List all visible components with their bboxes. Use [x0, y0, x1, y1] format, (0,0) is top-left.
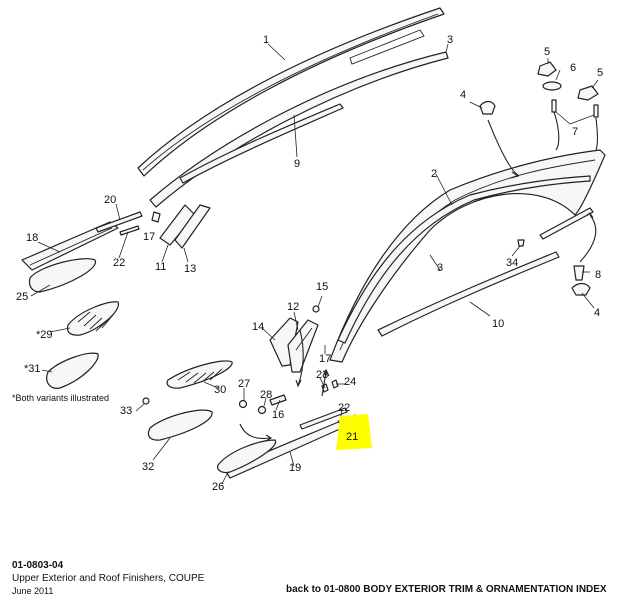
callout-numbers: 1 2 3 3 4 4 5 5 6 7 8 9 10 11 12 13 14 1…: [16, 34, 603, 493]
callout-13: 13: [184, 263, 196, 275]
part-22-lower-pin[interactable]: [299, 407, 348, 430]
callout-20: 20: [104, 194, 116, 206]
part-6-washer[interactable]: [542, 81, 562, 91]
assembly-arrows: [239, 111, 599, 442]
part-10-sill-strip[interactable]: [377, 251, 560, 337]
callout-30: 30: [214, 384, 226, 396]
part-18-bracket[interactable]: [21, 221, 119, 271]
part-20-clip[interactable]: [95, 211, 143, 233]
callout-24: 24: [344, 376, 356, 388]
diagram-date: June 2011: [12, 586, 54, 596]
part-4-clip-top[interactable]: [479, 100, 496, 115]
callout-16: 16: [272, 409, 284, 421]
part-28-clip[interactable]: [257, 405, 267, 415]
part-3-lower-strip[interactable]: [337, 175, 594, 344]
part-31-cover[interactable]: [46, 352, 99, 389]
part-5-nut-left[interactable]: [537, 61, 557, 77]
part-5-nut-right[interactable]: [577, 85, 599, 101]
footnote: *Both variants illustrated: [12, 393, 110, 403]
callout-22-top: 22: [113, 257, 125, 269]
part-16-fastener[interactable]: [269, 394, 287, 406]
callout-4-top: 4: [460, 89, 466, 101]
part-29-grille[interactable]: [66, 301, 119, 336]
part-25-cover[interactable]: [28, 258, 97, 293]
part-22-pin[interactable]: [119, 225, 140, 236]
part-30-grille[interactable]: [166, 360, 233, 389]
callout-6: 6: [570, 62, 576, 74]
part-27-clip[interactable]: [238, 399, 248, 409]
callout-7: 7: [572, 126, 578, 138]
callout-3-upper: 3: [447, 34, 453, 46]
callout-18: 18: [26, 232, 38, 244]
part-26-end-cap[interactable]: [217, 439, 277, 474]
callout-25: 25: [16, 291, 28, 303]
part-32-cover[interactable]: [147, 409, 213, 441]
callout-26: 26: [212, 481, 224, 493]
callout-9: 9: [294, 158, 300, 170]
part-24-clip[interactable]: [331, 379, 339, 389]
callout-23: 23: [316, 369, 328, 381]
callout-27: 27: [238, 378, 250, 390]
back-to-index-link[interactable]: back to 01-0800 BODY EXTERIOR TRIM & ORN…: [286, 584, 607, 595]
callout-8: 8: [595, 269, 601, 281]
callout-1: 1: [263, 34, 269, 46]
callout-22-lower: 22: [338, 402, 350, 414]
part-15-screw[interactable]: [312, 305, 320, 313]
callout-31: *31: [24, 363, 41, 375]
callout-17-top: 17: [143, 231, 155, 243]
part-13-bracket[interactable]: [174, 204, 211, 249]
part-1-roof-finisher[interactable]: [137, 7, 445, 177]
diagram-code: 01-0803-04: [12, 560, 64, 571]
callout-12: 12: [287, 301, 299, 313]
callout-34: 34: [506, 257, 518, 269]
highlight-21: [336, 414, 372, 450]
callout-5-left: 5: [544, 46, 550, 58]
callout-29: *29: [36, 329, 53, 341]
callout-21: 21: [346, 431, 358, 443]
callout-10: 10: [492, 318, 504, 330]
callout-15: 15: [316, 281, 328, 293]
part-7-stud-right[interactable]: [593, 104, 599, 118]
callout-4-bottom: 4: [594, 307, 600, 319]
callout-3-lower: 3: [437, 262, 443, 274]
callout-2: 2: [431, 168, 437, 180]
part-9-strip[interactable]: [179, 103, 344, 184]
callout-33: 33: [120, 405, 132, 417]
callout-19: 19: [289, 462, 301, 474]
part-7-stud-left[interactable]: [551, 99, 557, 113]
part-8-stud[interactable]: [573, 265, 585, 281]
callout-11: 11: [155, 261, 166, 273]
callout-17-lower: 17: [319, 353, 331, 365]
callout-14: 14: [252, 321, 264, 333]
part-4-clip-bottom[interactable]: [571, 282, 591, 296]
callout-32: 32: [142, 461, 154, 473]
part-34-clip[interactable]: [517, 239, 525, 247]
part-17-screw-top[interactable]: [151, 211, 161, 223]
diagram-title: Upper Exterior and Roof Finishers, COUPE: [12, 573, 205, 584]
callout-5-right: 5: [597, 67, 603, 79]
part-33-clip[interactable]: [142, 397, 150, 405]
callout-28: 28: [260, 389, 272, 401]
